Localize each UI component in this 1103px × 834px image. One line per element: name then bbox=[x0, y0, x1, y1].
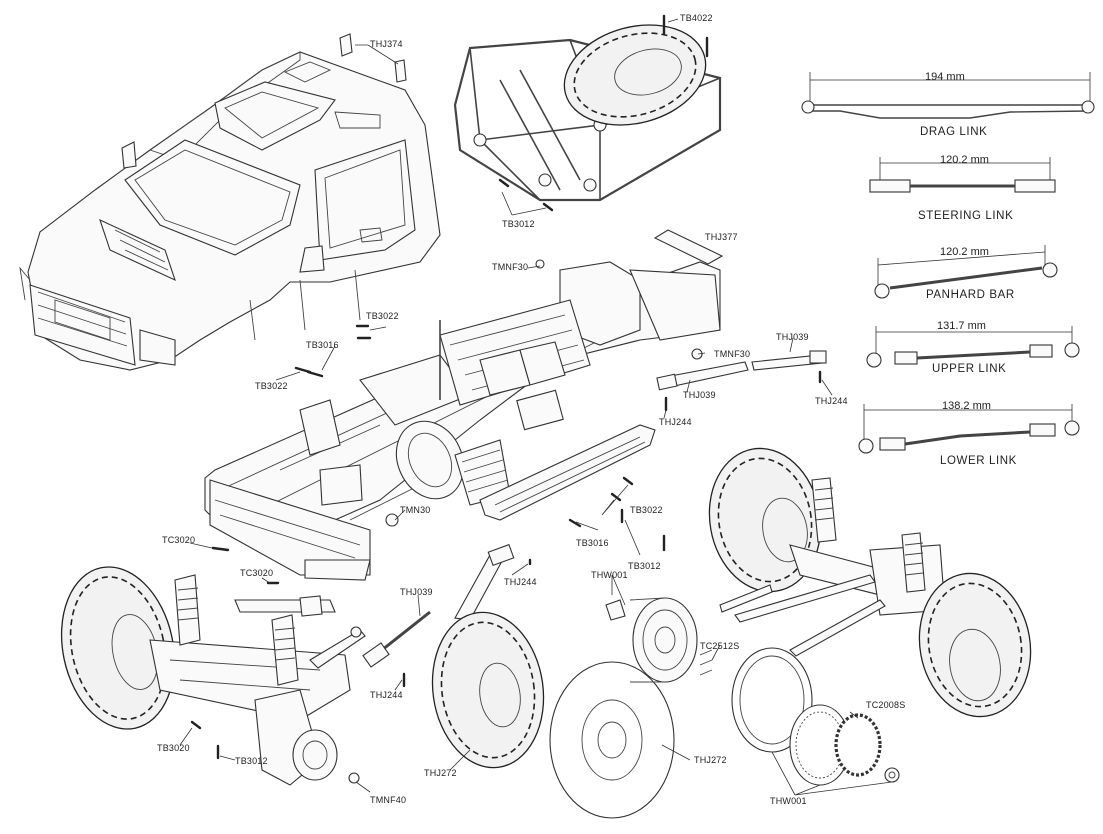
part-tmn30: TMN30 bbox=[400, 505, 431, 515]
part-thj244-upper: THJ244 bbox=[504, 577, 537, 587]
part-thj244-lower: THJ244 bbox=[370, 690, 403, 700]
upper-link-length: 131.7 mm bbox=[937, 320, 986, 332]
part-thj272-left: THJ272 bbox=[424, 768, 457, 778]
wheel-components bbox=[431, 574, 900, 819]
part-tmnf40: TMNF40 bbox=[370, 795, 407, 805]
part-tmnf30-top: TMNF30 bbox=[492, 262, 529, 272]
part-thj244-right: THJ244 bbox=[815, 396, 848, 406]
panhard-bar-name: PANHARD BAR bbox=[926, 289, 1015, 301]
part-tb3012-axle: TB3012 bbox=[235, 756, 268, 766]
thj377-plate bbox=[653, 229, 724, 265]
drive-shafts bbox=[362, 337, 833, 691]
part-tb3012-cage: TB3012 bbox=[502, 219, 535, 229]
lower-link-name: LOWER LINK bbox=[940, 455, 1017, 467]
part-thw001-top: THW001 bbox=[591, 570, 628, 580]
part-tc3020-b: TC3020 bbox=[240, 568, 274, 578]
part-tb3022-bottom: TB3022 bbox=[630, 505, 663, 515]
front-axle-assembly bbox=[60, 542, 371, 793]
part-tc3020-a: TC3020 bbox=[162, 535, 196, 545]
roll-cage bbox=[453, 14, 722, 216]
part-tb3022-left: TB3022 bbox=[366, 311, 399, 321]
drag-link-name: DRAG LINK bbox=[920, 126, 988, 138]
part-thj039-mid: THJ039 bbox=[683, 390, 716, 400]
part-tb3020: TB3020 bbox=[157, 743, 190, 753]
part-tb3016-left: TB3016 bbox=[306, 340, 339, 350]
chassis-screws bbox=[275, 265, 706, 556]
chassis-frame bbox=[204, 259, 721, 581]
drag-link-length: 194 mm bbox=[925, 71, 965, 83]
link-drawings bbox=[801, 72, 1095, 454]
rear-axle-assembly bbox=[708, 447, 1032, 718]
truck-body bbox=[19, 33, 441, 371]
part-thj272-right: THJ272 bbox=[694, 755, 727, 765]
part-thw001-bottom: THW001 bbox=[770, 796, 807, 806]
steering-link-name: STEERING LINK bbox=[918, 210, 1014, 222]
part-tb3016-bottom: TB3016 bbox=[576, 538, 609, 548]
part-tc2008s: TC2008S bbox=[866, 700, 906, 710]
lower-link-length: 138.2 mm bbox=[942, 400, 991, 412]
part-tb3012-bottom: TB3012 bbox=[628, 561, 661, 571]
part-thj374: THJ374 bbox=[370, 39, 403, 49]
part-thj039-left: THJ039 bbox=[400, 587, 433, 597]
steering-link-length: 120.2 mm bbox=[940, 154, 989, 166]
part-thj039-top: THJ039 bbox=[776, 332, 809, 342]
panhard-bar-length: 120.2 mm bbox=[940, 246, 989, 258]
part-tmnf30-right: TMNF30 bbox=[714, 349, 751, 359]
part-tb4022: TB4022 bbox=[680, 13, 713, 23]
part-thj377: THJ377 bbox=[705, 232, 738, 242]
part-tb3022-left2: TB3022 bbox=[255, 381, 288, 391]
part-thj244-mid: THJ244 bbox=[659, 417, 692, 427]
part-tc2512s: TC2512S bbox=[700, 641, 740, 651]
upper-link-name: UPPER LINK bbox=[932, 363, 1007, 375]
